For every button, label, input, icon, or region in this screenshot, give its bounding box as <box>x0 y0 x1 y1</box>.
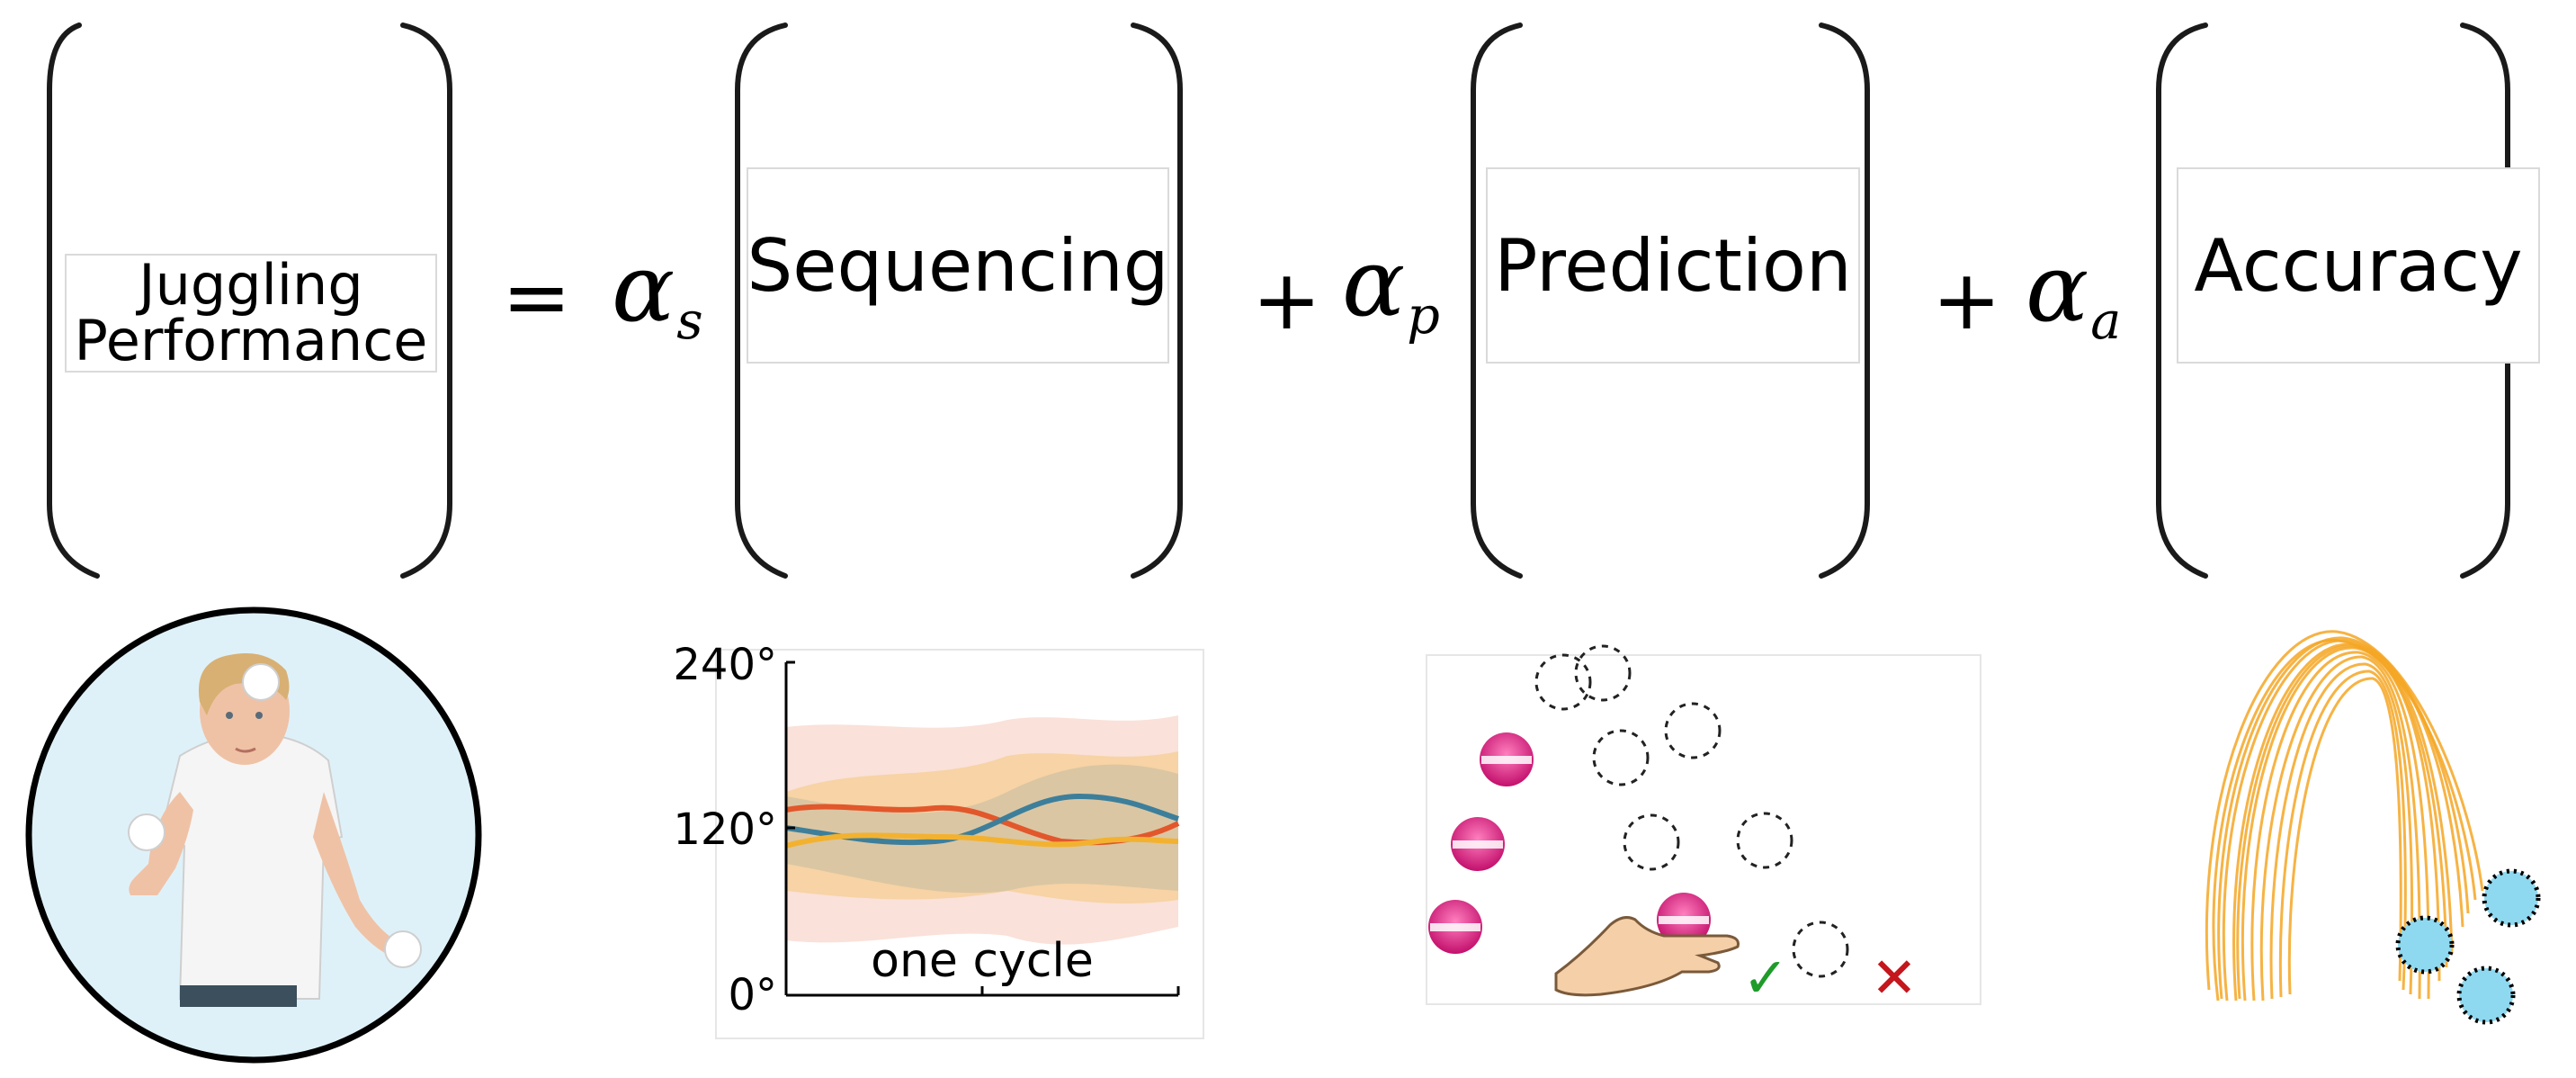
accuracy-label: Accuracy <box>2194 223 2523 308</box>
paren-right-juggling <box>400 22 452 579</box>
paren-right-sequencing <box>1131 22 1183 579</box>
ytick-240: 240° <box>673 640 777 690</box>
juggle-ball-right <box>384 930 422 968</box>
paren-right-prediction <box>1819 22 1870 579</box>
predicted-position-5 <box>1623 813 1680 871</box>
trajectory-arc <box>2241 646 2441 1002</box>
trajectory-arc <box>2250 651 2430 1002</box>
line-blue <box>785 793 1179 846</box>
paren-left-accuracy <box>2156 22 2208 579</box>
predicted-position-1 <box>1534 653 1592 711</box>
juggler-right-arm <box>313 792 416 961</box>
trajectory-arc <box>2287 677 2402 995</box>
check-mark-icon: ✓ <box>1742 945 1789 1011</box>
predicted-position-4 <box>1592 729 1650 786</box>
trajectory-arc <box>2222 639 2464 1002</box>
predicted-position-3 <box>1664 702 1722 759</box>
prediction-panel: ✓ ✕ <box>1426 644 1981 1011</box>
alpha-a-coefficient: αa <box>2026 233 2122 352</box>
trajectory-arc <box>2217 636 2470 1000</box>
juggle-ball-left <box>128 813 165 851</box>
plus-sign-2: + <box>1932 252 2002 348</box>
trajectory-arc <box>2278 669 2407 998</box>
target-circle-2 <box>2482 868 2541 928</box>
trajectory-arc <box>2205 630 2484 991</box>
trajectory-arc <box>2236 644 2448 1000</box>
juggler-pants <box>180 985 297 1007</box>
target-circle-3 <box>2456 966 2516 1025</box>
paren-left-juggling <box>47 22 100 579</box>
juggler-shirt <box>158 732 344 1000</box>
paren-left-prediction <box>1471 22 1523 579</box>
cross-mark-icon: ✕ <box>1871 945 1918 1011</box>
predicted-position-6 <box>1736 812 1793 869</box>
juggler-illustration <box>25 606 482 1064</box>
prediction-box: Prediction <box>1486 167 1860 364</box>
prediction-label: Prediction <box>1494 223 1852 308</box>
equals-sign: = <box>502 249 572 346</box>
catching-hand-icon <box>1554 916 1740 997</box>
sequencing-label: Sequencing <box>747 223 1169 308</box>
accuracy-panel <box>2205 630 2484 1002</box>
ytick-0: 0° <box>728 970 777 1020</box>
ytick-120: 120° <box>673 804 777 855</box>
juggling-performance-label: Juggling Performance <box>74 252 428 373</box>
juggling-performance-box: Juggling Performance <box>65 254 437 373</box>
alpha-s-coefficient: αs <box>612 233 703 352</box>
trajectory-arc <box>2269 662 2414 1000</box>
xlabel-one-cycle: one cycle <box>871 934 1094 988</box>
predicted-position-7 <box>1792 921 1849 978</box>
predicted-position-2 <box>1574 644 1632 702</box>
sequencing-box: Sequencing <box>747 167 1169 364</box>
target-circle-1 <box>2395 915 2455 975</box>
accuracy-targets <box>2395 868 2541 1025</box>
trajectory-arc <box>2232 642 2454 1002</box>
paren-left-sequencing <box>735 22 788 579</box>
line-yellow <box>785 832 1179 849</box>
accuracy-box: Accuracy <box>2177 167 2540 364</box>
trajectory-arc <box>2259 655 2421 1002</box>
juggle-ball-head <box>242 663 280 701</box>
sequencing-plot: 240° 120° 0° one cycle <box>673 640 1204 1039</box>
alpha-p-coefficient: αp <box>1342 228 1440 346</box>
plus-sign-1: + <box>1252 252 1322 348</box>
